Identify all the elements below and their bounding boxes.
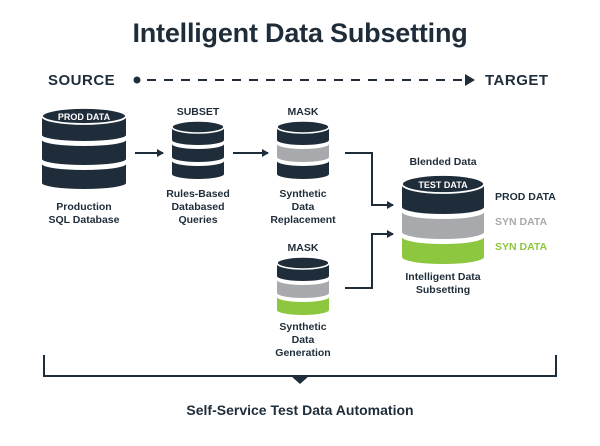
legend-prod-data: PROD DATA	[495, 191, 556, 203]
arrow-generation-to-target	[345, 230, 394, 289]
footer-caption: Self-Service Test Data Automation	[186, 402, 414, 418]
arrow-mask-to-target	[345, 152, 394, 209]
mask-generation-label: Synthetic Data Generation	[275, 321, 331, 359]
subset-db-cylinder	[171, 120, 225, 179]
mask-replacement-header: MASK	[287, 106, 319, 118]
blended-data-header: Blended Data	[409, 156, 477, 168]
mask-replacement-label: Synthetic Data Replacement	[270, 188, 336, 226]
source-label: SOURCE	[48, 72, 116, 89]
mask-generation-cylinder	[276, 256, 330, 315]
prod-db-label: Production SQL Database	[48, 201, 120, 226]
mask-generation-header: MASK	[287, 242, 319, 254]
flow-arrows	[135, 149, 394, 289]
prod-db-cap-text: PROD DATA	[58, 112, 111, 122]
legend-syn-data-gray: SYN DATA	[495, 216, 548, 228]
legend-syn-data-green: SYN DATA	[495, 241, 548, 253]
source-target-line	[133, 74, 475, 86]
test-data-cylinder: TEST DATA	[401, 174, 485, 264]
subset-header: SUBSET	[176, 106, 220, 118]
bottom-bracket	[43, 355, 557, 384]
target-label: TARGET	[485, 72, 549, 89]
page-title: Intelligent Data Subsetting	[132, 18, 468, 48]
target-label-text: Intelligent Data Subsetting	[405, 271, 481, 296]
prod-db-cylinder: PROD DATA	[41, 107, 127, 189]
subset-label: Rules-Based Databased Queries	[166, 188, 230, 226]
test-data-cap-text: TEST DATA	[418, 180, 468, 190]
mask-replacement-cylinder	[276, 120, 330, 179]
